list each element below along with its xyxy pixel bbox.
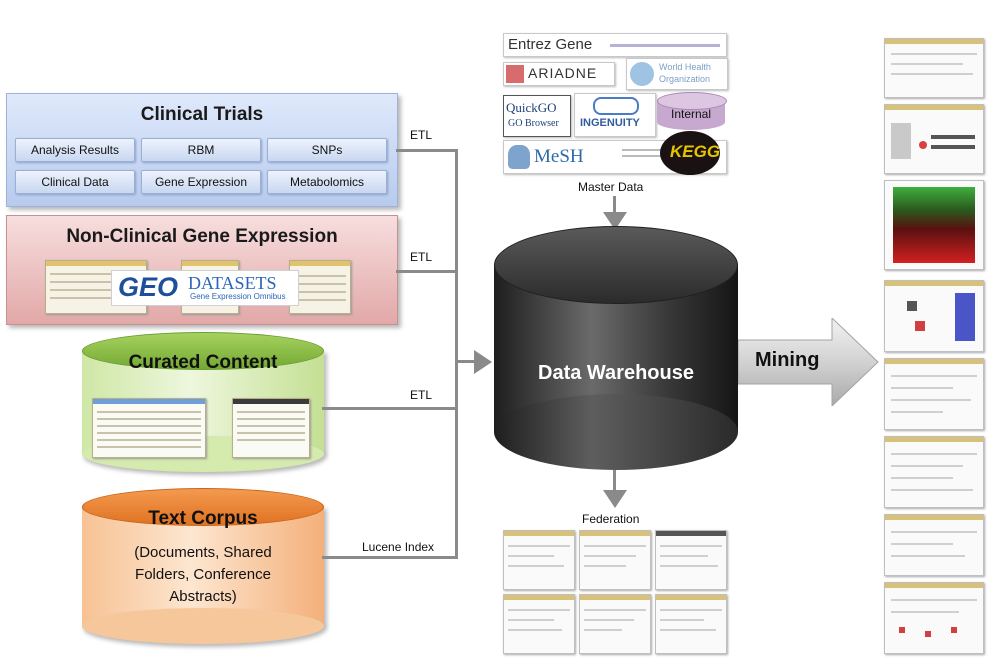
federation-arrow-icon	[603, 490, 627, 508]
master-data-label: Master Data	[578, 180, 644, 194]
federation-thumbnail	[503, 594, 575, 654]
mining-heatmap-thumbnail	[884, 180, 984, 270]
entrez-gene-logo: Entrez Gene	[503, 33, 727, 57]
clinical-data-box: Clinical Data	[15, 170, 135, 194]
geo-datasets-logo: GEO DATASETS Gene Expression Omnibus	[111, 270, 299, 306]
text-corpus-desc-1: (Documents, Shared	[134, 544, 272, 561]
ingenuity-logo: INGENUITY	[574, 93, 656, 137]
federation-thumbnail	[503, 530, 575, 590]
warehouse-input-line	[456, 360, 482, 363]
etl-connector-1	[396, 149, 456, 152]
federation-connector	[613, 470, 616, 496]
text-corpus-cylinder: Text Corpus (Documents, Shared Folders, …	[82, 488, 324, 644]
federation-thumbnail	[579, 530, 651, 590]
curated-document-thumbnail	[232, 398, 310, 458]
internal-database-icon: Internal	[657, 92, 727, 130]
data-warehouse-title: Data Warehouse	[538, 362, 694, 384]
lucene-index-label: Lucene Index	[362, 540, 435, 554]
rbm-box: RBM	[141, 138, 261, 162]
datasets-logo-subtitle: Gene Expression Omnibus	[190, 292, 286, 301]
etl-label-2: ETL	[410, 250, 433, 264]
lucene-connector	[322, 556, 456, 559]
data-warehouse-cylinder: Data Warehouse	[494, 226, 738, 470]
etl-connector-2	[396, 270, 456, 273]
datasets-logo-text: DATASETS	[188, 273, 277, 293]
text-corpus-desc-3: Abstracts)	[169, 588, 237, 605]
ariadne-logo: ARIADNE	[503, 62, 615, 86]
who-logo: World Health Organization	[626, 58, 728, 90]
analysis-results-box: Analysis Results	[15, 138, 135, 162]
federation-label: Federation	[582, 512, 640, 526]
clinical-trials-panel: Clinical Trials Analysis Results RBM SNP…	[6, 93, 398, 207]
mining-result-thumbnail	[884, 280, 984, 352]
mining-result-thumbnail	[884, 582, 984, 654]
federation-thumbnail	[655, 594, 727, 654]
curated-content-title: Curated Content	[128, 352, 278, 373]
mining-result-thumbnail	[884, 104, 984, 174]
gene-expression-box: Gene Expression	[141, 170, 261, 194]
mining-label: Mining	[755, 349, 820, 371]
mining-result-thumbnail	[884, 38, 984, 98]
etl-label-3: ETL	[410, 388, 433, 402]
curated-table-thumbnail	[92, 398, 206, 458]
etl-label-1: ETL	[410, 128, 433, 142]
mining-result-thumbnail	[884, 436, 984, 508]
clinical-trials-title: Clinical Trials	[140, 104, 264, 125]
mining-result-thumbnail	[884, 514, 984, 576]
master-data-connector	[613, 196, 616, 216]
kegg-logo: KEGG	[660, 131, 720, 175]
connector-trunk	[455, 149, 458, 559]
geo-table-thumbnail	[289, 260, 351, 314]
warehouse-input-arrow-icon	[474, 350, 492, 374]
non-clinical-panel: Non-Clinical Gene Expression GEO DATASET…	[6, 215, 398, 325]
federation-thumbnail	[579, 594, 651, 654]
non-clinical-title: Non-Clinical Gene Expression	[66, 226, 338, 247]
master-data-arrow-icon	[603, 212, 627, 230]
mining-arrow-icon	[738, 318, 879, 406]
geo-logo-text: GEO	[118, 272, 179, 302]
quickgo-logo: QuickGO GO Browser	[503, 95, 571, 137]
text-corpus-desc-2: Folders, Conference	[135, 566, 271, 583]
text-corpus-title: Text Corpus	[148, 508, 258, 529]
curated-content-cylinder: Curated Content	[82, 332, 324, 472]
etl-connector-3	[322, 407, 456, 410]
metabolomics-box: Metabolomics	[267, 170, 387, 194]
snps-box: SNPs	[267, 138, 387, 162]
federation-thumbnail	[655, 530, 727, 590]
mining-result-thumbnail	[884, 358, 984, 430]
